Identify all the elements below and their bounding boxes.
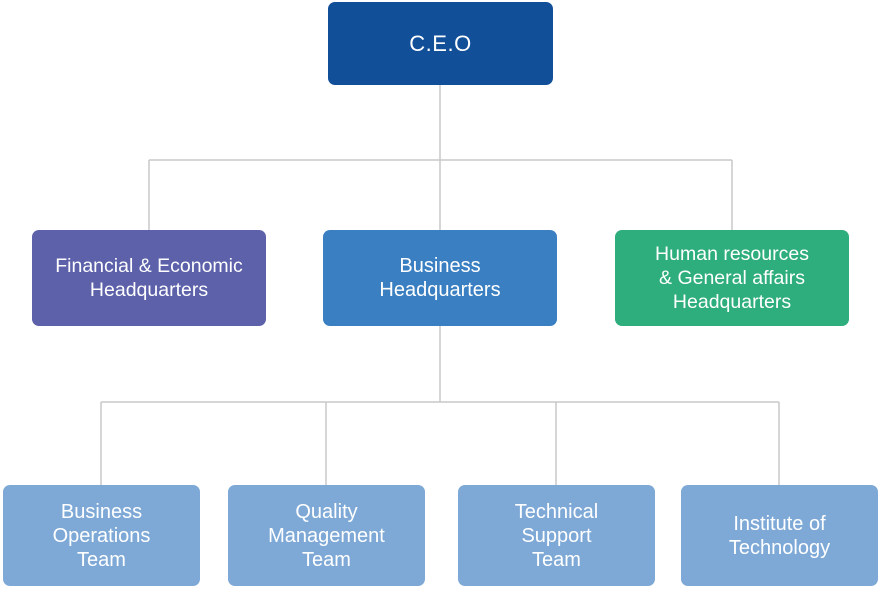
business-hq-box: Business Headquarters <box>323 230 557 326</box>
institute-of-technology-label: Institute of Technology <box>728 512 831 559</box>
quality-management-team-box: Quality Management Team <box>228 485 425 586</box>
financial-economic-hq-label: Financial & Economic Headquarters <box>55 255 243 301</box>
hr-general-affairs-hq-label: Human resources & General affairs Headqu… <box>655 243 809 313</box>
ceo-box: C.E.O <box>328 2 553 85</box>
business-operations-team-box: Business Operations Team <box>3 485 200 586</box>
technical-support-team-label: Technical Support Team <box>514 500 599 571</box>
hr-general-affairs-hq-box: Human resources & General affairs Headqu… <box>615 230 849 326</box>
business-operations-team-label: Business Operations Team <box>52 500 151 571</box>
technical-support-team-box: Technical Support Team <box>458 485 655 586</box>
ceo-label: C.E.O <box>409 30 472 56</box>
business-hq-label: Business Headquarters <box>379 255 501 301</box>
institute-of-technology-box: Institute of Technology <box>681 485 878 586</box>
quality-management-team-label: Quality Management Team <box>268 500 385 571</box>
financial-economic-hq-box: Financial & Economic Headquarters <box>32 230 266 326</box>
